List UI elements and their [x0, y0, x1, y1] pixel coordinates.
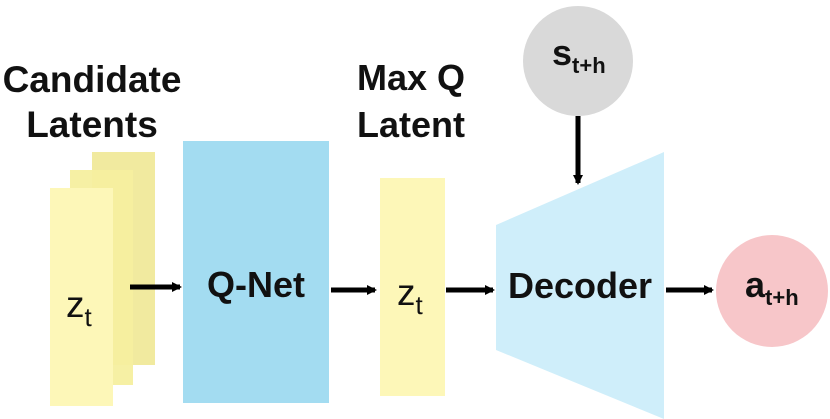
maxq-latent-card [380, 178, 445, 396]
action-label: at+h [745, 264, 799, 310]
qnet-label: Q-Net [207, 264, 305, 305]
decoder-shape [496, 152, 664, 419]
candidate-latent-z-label: zt [66, 284, 93, 332]
maxq-latent-title-line2: Latent [357, 104, 465, 145]
maxq-latent-z-label: zt [397, 272, 424, 320]
decoder-label: Decoder [508, 265, 652, 306]
candidate-latent-card-front [50, 188, 113, 406]
maxq-latent-title: Max Q [357, 57, 465, 98]
candidate-latents-title-line2: Latents [26, 104, 158, 145]
candidate-latents-title: Candidate [3, 59, 182, 100]
candidate-latents-stack: zt [50, 152, 155, 406]
action-circle [716, 235, 828, 347]
qnet-box [183, 141, 329, 403]
state-label: st+h [552, 32, 606, 78]
state-circle [523, 6, 633, 116]
